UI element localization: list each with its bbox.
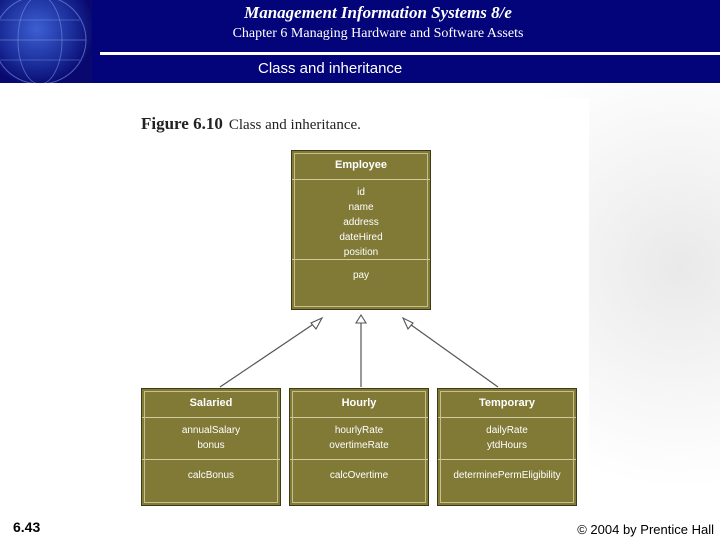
operation: calcOvertime	[329, 470, 389, 481]
inheritance-arrowhead-hourly	[355, 313, 367, 324]
attribute: position	[343, 247, 379, 258]
slide-header: Management Information Systems 8/e Chapt…	[0, 0, 720, 83]
class-attributes: id name address dateHired position	[292, 179, 430, 259]
figure-number: Figure 6.10	[141, 114, 223, 133]
figure-panel: Figure 6.10 Class and inheritance. Employ…	[128, 98, 589, 518]
class-box-hourly: Hourly hourlyRate overtimeRate calcOvert…	[289, 388, 429, 506]
inheritance-arrowhead-temporary	[401, 316, 414, 331]
attribute: hourlyRate	[334, 425, 384, 436]
inheritance-line-temporary	[406, 321, 499, 388]
inheritance-arrowhead-salaried	[310, 316, 324, 330]
attribute: dailyRate	[486, 425, 528, 436]
class-box-salaried: Salaried annualSalary bonus calcBonus	[141, 388, 281, 506]
class-operations: calcOvertime	[290, 459, 428, 503]
attribute: dateHired	[339, 232, 383, 243]
chapter-subtitle: Chapter 6 Managing Hardware and Software…	[232, 26, 524, 41]
globe-logo-icon	[0, 0, 92, 83]
copyright-notice: © 2004 by Prentice Hall	[577, 522, 714, 537]
inheritance-connectors	[219, 313, 499, 388]
attribute: annualSalary	[181, 425, 241, 436]
slide-title: Class and inheritance	[258, 60, 403, 77]
attribute: bonus	[197, 440, 225, 451]
operation: determinePermEligibility	[453, 470, 561, 481]
class-attributes: hourlyRate overtimeRate	[290, 417, 428, 459]
operation: pay	[352, 270, 370, 281]
class-name: Hourly	[341, 397, 377, 409]
class-name: Employee	[335, 159, 387, 171]
course-title: Management Information Systems 8/e	[244, 3, 512, 22]
operation: calcBonus	[187, 470, 235, 481]
attribute: ytdHours	[486, 440, 527, 451]
figure-caption: Figure 6.10 Class and inheritance.	[141, 114, 361, 134]
attribute: overtimeRate	[329, 440, 389, 451]
class-name: Temporary	[478, 397, 536, 409]
class-attributes: annualSalary bonus	[142, 417, 280, 459]
attribute: address	[343, 217, 379, 228]
header-divider	[100, 52, 720, 55]
inheritance-line-salaried	[219, 320, 319, 388]
class-name: Salaried	[189, 397, 233, 409]
class-attributes: dailyRate ytdHours	[438, 417, 576, 459]
slide-number: 6.43	[13, 519, 41, 535]
class-operations: pay	[292, 259, 430, 307]
class-box-temporary: Temporary dailyRate ytdHours determinePe…	[437, 388, 577, 506]
class-box-employee: Employee id name address dateHired posit…	[291, 150, 431, 310]
attribute: name	[348, 202, 374, 213]
attribute: id	[357, 187, 365, 198]
class-operations: determinePermEligibility	[438, 459, 576, 503]
class-operations: calcBonus	[142, 459, 280, 503]
figure-caption-text: Class and inheritance.	[228, 117, 361, 133]
